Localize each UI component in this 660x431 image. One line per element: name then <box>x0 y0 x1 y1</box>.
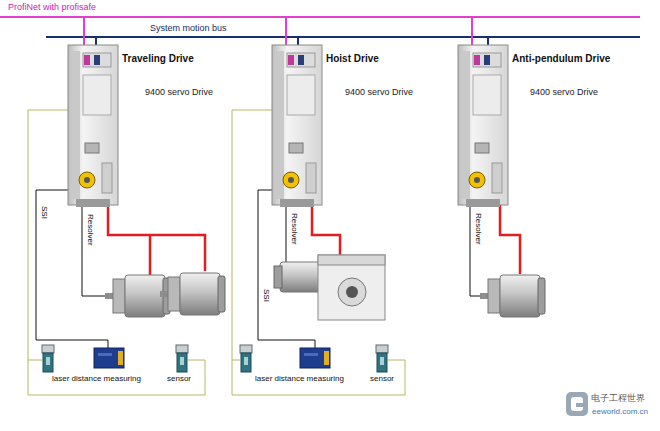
laser-sensor <box>300 348 330 368</box>
signal-cable <box>36 190 480 348</box>
drive-model: 9400 servo Drive <box>345 87 413 98</box>
watermark: eeworld.com.cn <box>592 408 648 417</box>
drive-title: Traveling Drive <box>122 53 213 65</box>
signal-name: Resolver <box>473 212 482 246</box>
drive-caption: Traveling Drive 9400 servo Drive <box>122 53 213 98</box>
watermark-logo <box>566 392 588 416</box>
laser-sensor <box>94 348 124 368</box>
signal-name: SSI <box>261 288 270 303</box>
limit-sensor <box>376 345 388 372</box>
drive-model: 9400 servo Drive <box>530 87 610 98</box>
drive-caption: Anti-pendulum Drive 9400 servo Drive <box>512 53 610 98</box>
profinet-drop <box>84 17 472 48</box>
servo-motor <box>160 273 225 315</box>
drive-caption: Hoist Drive 9400 servo Drive <box>326 53 413 98</box>
signal-name: SSI <box>39 205 48 220</box>
gear-motor <box>274 255 385 320</box>
servo-drive <box>458 45 508 207</box>
sensor-label: sensor <box>370 375 394 384</box>
bus-name: System motion bus <box>150 24 227 34</box>
bus-name: ProfiNet with profisafe <box>8 3 96 13</box>
signal-name: Resolver <box>289 212 298 246</box>
sensor-label: laser distance measuring <box>255 375 344 384</box>
servo-drive <box>272 45 322 207</box>
signal-name: Resolver <box>85 213 94 247</box>
profinet-bus <box>0 16 640 18</box>
limit-sensor <box>240 345 252 372</box>
drive-model: 9400 servo Drive <box>145 87 213 98</box>
motion-bus <box>46 36 640 38</box>
servo-drive <box>68 45 118 207</box>
sensor-label: sensor <box>167 375 191 384</box>
limit-sensor <box>42 345 54 372</box>
servo-motor <box>480 275 545 317</box>
drive-title: Anti-pendulum Drive <box>512 53 610 65</box>
limit-sensor <box>176 345 188 372</box>
drive-title: Hoist Drive <box>326 53 413 65</box>
sensor-label: laser distance measuring <box>52 375 141 384</box>
watermark: 电子工程世界 <box>591 394 645 404</box>
